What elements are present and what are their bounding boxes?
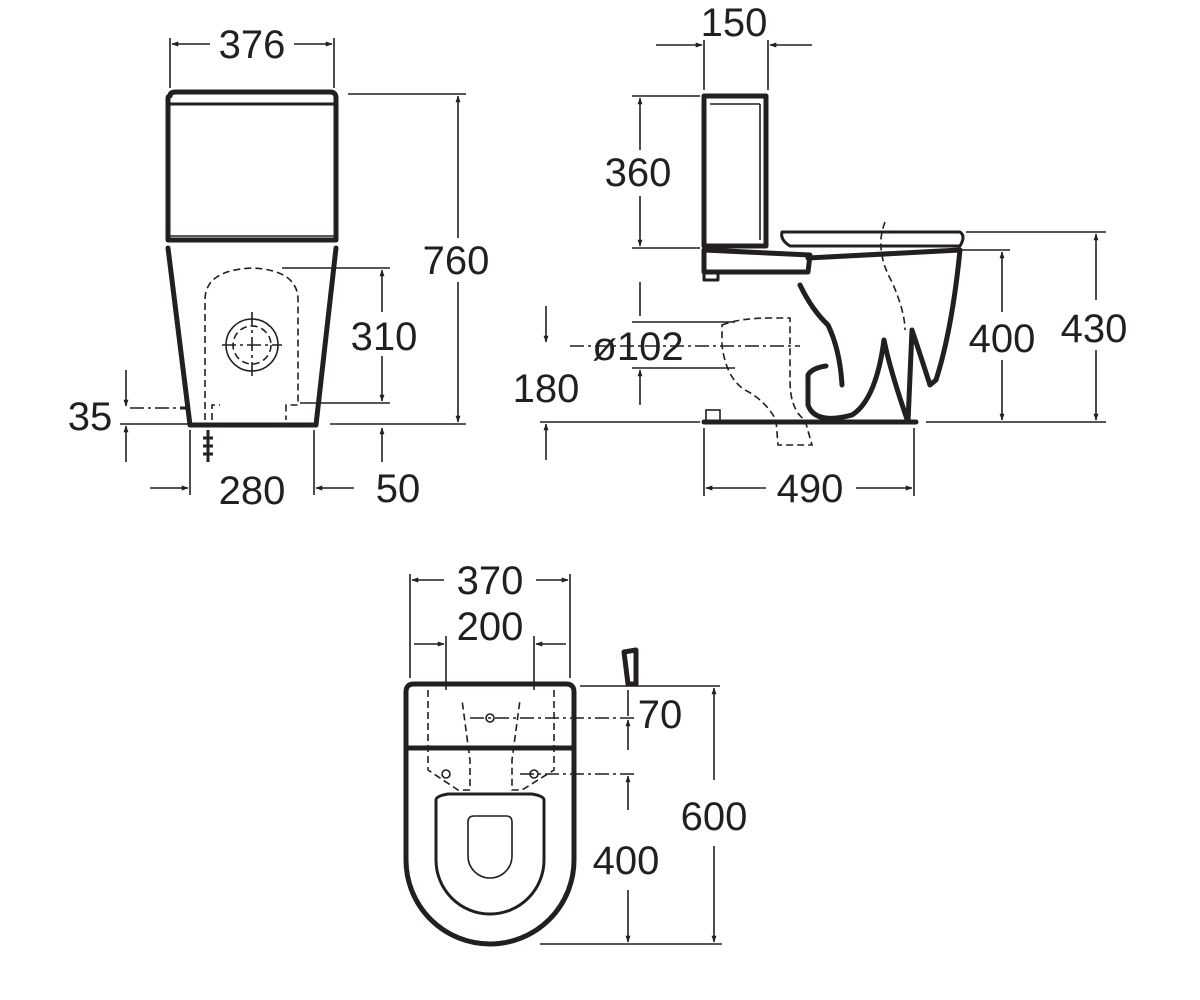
side-connector xyxy=(701,247,813,275)
front-outlet-height-label: 310 xyxy=(351,315,418,359)
front-hidden-outlet xyxy=(204,267,299,420)
top-flush-button xyxy=(621,647,639,687)
side-outlet-diameter-label: ø102 xyxy=(592,325,683,369)
front-width-label: 376 xyxy=(219,23,286,67)
side-floor-block xyxy=(705,409,721,423)
top-view: 370 200 70 400 600 xyxy=(403,559,748,947)
top-length-label: 600 xyxy=(681,795,748,839)
side-inlet-block xyxy=(702,270,720,282)
front-fixing-screw xyxy=(203,430,213,462)
side-seat xyxy=(780,230,965,248)
side-lid-height-label: 430 xyxy=(1061,307,1128,351)
top-fixing-point xyxy=(441,769,451,779)
top-seat-length-label: 400 xyxy=(593,839,660,883)
top-hidden-frame xyxy=(427,690,555,791)
front-base-width-label: 280 xyxy=(219,469,286,513)
side-tank-depth-label: 150 xyxy=(701,1,768,45)
side-depth-label: 490 xyxy=(777,467,844,511)
side-hidden-outlet xyxy=(721,317,814,446)
top-bowl-opening xyxy=(467,815,513,879)
front-bowl-outline xyxy=(165,245,339,428)
side-tank-height-label: 360 xyxy=(605,151,672,195)
top-bowl-outline xyxy=(403,745,577,947)
front-cistern-outline xyxy=(165,89,339,243)
side-bowl-outline xyxy=(805,247,963,425)
front-inlet-height-label: 35 xyxy=(68,395,113,439)
side-cistern-outline xyxy=(701,93,769,249)
top-fixing-spacing-label: 200 xyxy=(457,605,524,649)
side-lid-hidden xyxy=(880,221,906,331)
side-trapway xyxy=(797,282,845,388)
front-height-label: 760 xyxy=(423,239,490,283)
top-seat-outline xyxy=(434,792,546,916)
front-offset-label: 50 xyxy=(376,467,421,511)
side-view: 150 360 ø102 180 400 430 490 xyxy=(513,1,1128,511)
top-fixing-offset-label: 70 xyxy=(638,693,683,737)
top-width-label: 370 xyxy=(457,559,524,603)
side-outlet-height-label: 180 xyxy=(513,367,580,411)
front-view: 376 760 310 35 280 50 xyxy=(68,23,490,513)
top-fixing-point xyxy=(485,713,495,723)
side-seat-height-label: 400 xyxy=(969,317,1036,361)
front-hidden-foot xyxy=(211,404,220,420)
top-cistern-outline xyxy=(403,681,577,751)
